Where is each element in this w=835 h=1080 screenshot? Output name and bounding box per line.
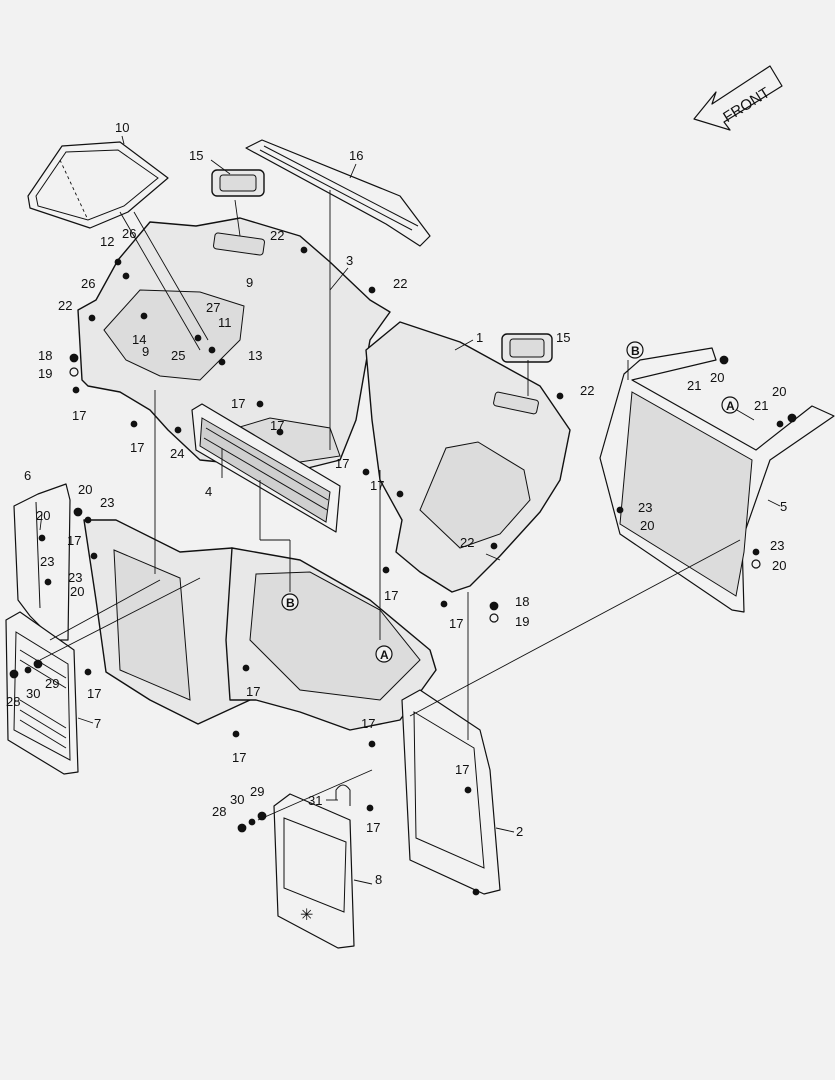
callout-5: 5 <box>780 499 787 514</box>
callout-17-14: 17 <box>455 762 469 777</box>
callout-28a: 28 <box>6 694 20 709</box>
reference-markers: B A B A <box>281 341 739 663</box>
svg-text:B: B <box>286 596 295 610</box>
callout-23-5: 23 <box>68 570 82 585</box>
callout-1: 1 <box>476 330 483 345</box>
callout-labels: 1 2 3 4 5 6 7 8 9 9 10 11 12 13 14 15 15… <box>6 120 787 887</box>
callout-10: 10 <box>115 120 129 135</box>
callout-20-2: 20 <box>772 384 786 399</box>
callout-11: 11 <box>218 315 232 330</box>
left-lower-trim <box>83 519 261 725</box>
callout-9a: 9 <box>246 275 253 290</box>
callout-17-5: 17 <box>335 456 349 471</box>
callout-17-15: 17 <box>366 820 380 835</box>
part-15-vent-right <box>501 333 553 363</box>
callout-28b: 28 <box>212 804 226 819</box>
callout-23-1: 23 <box>100 495 114 510</box>
front-direction-arrow: FRONT <box>693 65 783 131</box>
callout-23-2: 23 <box>40 554 54 569</box>
callout-17-9: 17 <box>67 533 81 548</box>
callout-17-10: 17 <box>87 686 101 701</box>
callout-17-11: 17 <box>246 684 260 699</box>
callout-20-7: 20 <box>70 584 84 599</box>
part-2-right-lower-trim <box>401 689 501 895</box>
callout-23-3: 23 <box>638 500 652 515</box>
callout-15a: 15 <box>189 148 203 163</box>
callout-31: 31 <box>308 793 322 808</box>
callout-4: 4 <box>205 484 212 499</box>
callout-20-6: 20 <box>36 508 50 523</box>
callout-7: 7 <box>94 716 101 731</box>
part-6-left-upright <box>13 483 71 641</box>
callout-9b: 9 <box>142 344 149 359</box>
callout-22-4: 22 <box>580 383 594 398</box>
callout-17-1: 17 <box>72 408 86 423</box>
part-10-top-panel <box>27 141 169 229</box>
svg-text:B: B <box>631 344 640 358</box>
callout-22-2: 22 <box>393 276 407 291</box>
part-16-trim-strip <box>245 139 431 247</box>
callout-13: 13 <box>248 348 262 363</box>
callout-22-5: 22 <box>460 535 474 550</box>
callout-22-1: 22 <box>270 228 284 243</box>
callout-29a: 29 <box>45 676 59 691</box>
ref-b-top: B <box>626 341 644 359</box>
svg-text:A: A <box>380 648 389 662</box>
callout-21b: 21 <box>754 398 768 413</box>
callout-18b: 18 <box>515 594 529 609</box>
callout-26b: 26 <box>81 276 95 291</box>
callout-16: 16 <box>349 148 363 163</box>
callout-17-13: 17 <box>361 716 375 731</box>
ref-a-top: A <box>721 396 739 414</box>
ref-b-bottom: B <box>281 593 299 611</box>
callout-20-4: 20 <box>772 558 786 573</box>
callout-17-6: 17 <box>370 478 384 493</box>
callout-8: 8 <box>375 872 382 887</box>
svg-text:✳: ✳ <box>300 907 313 924</box>
callout-14: 14 <box>132 332 146 347</box>
svg-text:A: A <box>726 399 735 413</box>
callout-18a: 18 <box>38 348 52 363</box>
callout-27: 27 <box>206 300 220 315</box>
callout-6: 6 <box>24 468 31 483</box>
callout-30b: 30 <box>230 792 244 807</box>
callout-12: 12 <box>100 234 114 249</box>
callout-25: 25 <box>171 348 185 363</box>
callout-26a: 26 <box>122 226 136 241</box>
callout-20-3: 20 <box>640 518 654 533</box>
part-3-rear-upper-trim <box>77 217 391 471</box>
callout-30a: 30 <box>26 686 40 701</box>
part-1-rear-right-trim <box>365 321 571 593</box>
callout-20-5: 20 <box>78 482 92 497</box>
fasteners <box>9 246 797 896</box>
callout-19b: 19 <box>515 614 529 629</box>
callout-17-8: 17 <box>449 616 463 631</box>
part-15-vent-upper <box>211 169 265 197</box>
callout-17-2: 17 <box>130 440 144 455</box>
callout-17-4: 17 <box>270 418 284 433</box>
callout-3: 3 <box>346 253 353 268</box>
callout-29b: 29 <box>250 784 264 799</box>
callout-17-3: 17 <box>231 396 245 411</box>
callout-24: 24 <box>170 446 184 461</box>
part-31-clip <box>335 784 351 806</box>
callout-23-4: 23 <box>770 538 784 553</box>
callout-20-1: 20 <box>710 370 724 385</box>
callout-2: 2 <box>516 824 523 839</box>
part-4-mesh-grille <box>191 403 341 533</box>
callout-22-3: 22 <box>58 298 72 313</box>
callout-21a: 21 <box>687 378 701 393</box>
ref-a-bottom: A <box>375 645 393 663</box>
part-5-side-frame <box>599 347 835 613</box>
part-8-lower-access-panel: ✳ <box>273 793 355 949</box>
part-7-left-access-panel <box>5 611 79 775</box>
callout-15b: 15 <box>556 330 570 345</box>
callout-17-12: 17 <box>232 750 246 765</box>
callout-19a: 19 <box>38 366 52 381</box>
callout-17-7: 17 <box>384 588 398 603</box>
